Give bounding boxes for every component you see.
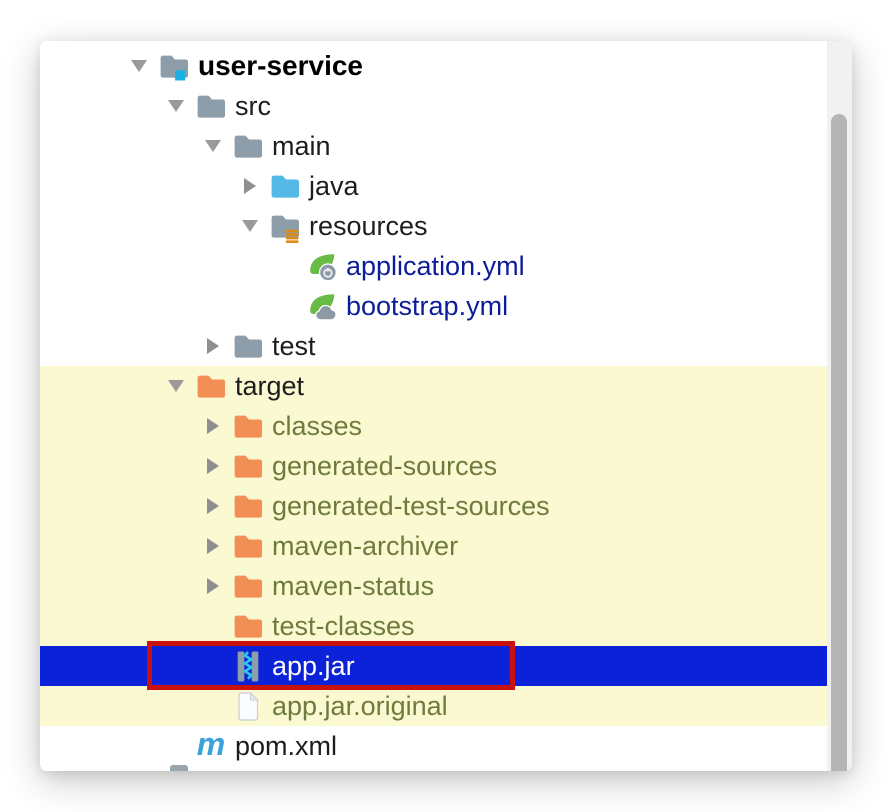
expander-spacer: [202, 686, 224, 726]
file-icon: [233, 686, 263, 726]
excluded-folder-icon: [233, 486, 263, 526]
tree-row-app-jar[interactable]: app.jar: [40, 646, 852, 686]
tree-item-label: bootstrap.yml: [346, 291, 509, 321]
tree-item-label: maven-archiver: [272, 531, 459, 561]
spring-boot-icon: [307, 246, 337, 286]
expander-right-icon[interactable]: [202, 566, 224, 606]
tree-item-label: main: [272, 131, 331, 161]
expander-down-icon[interactable]: [239, 206, 261, 246]
project-folder-icon: [159, 46, 189, 86]
tree-row-pom-xml[interactable]: m pom.xml: [40, 726, 852, 766]
expander-right-icon[interactable]: [202, 326, 224, 366]
tree-item-label: classes: [272, 411, 363, 441]
tree-item-label: generated-sources: [272, 451, 498, 481]
excluded-folder-icon: [233, 566, 263, 606]
tree-row-generated-test-sources[interactable]: generated-test-sources: [40, 486, 852, 526]
maven-icon: m: [196, 726, 226, 762]
tree-row-test-classes[interactable]: test-classes: [40, 606, 852, 646]
tree-row-target[interactable]: target: [40, 366, 852, 406]
tree-item-label: maven-status: [272, 571, 435, 601]
spring-cloud-icon: [307, 286, 337, 326]
folder-icon: [233, 126, 263, 166]
tree-row-user-service[interactable]: user-service: [40, 46, 852, 86]
tree-item-label: target: [235, 371, 305, 401]
expander-down-icon[interactable]: [202, 126, 224, 166]
vertical-scrollbar-thumb[interactable]: [831, 114, 847, 771]
expander-spacer: [202, 646, 224, 686]
expander-right-icon[interactable]: [202, 486, 224, 526]
tree-row-generated-sources[interactable]: generated-sources: [40, 446, 852, 486]
tree-row-resources[interactable]: resources: [40, 206, 852, 246]
resources-folder-icon: [270, 206, 300, 246]
tree-item-label: application.yml: [346, 251, 525, 281]
tree-row-bootstrap-yml[interactable]: bootstrap.yml: [40, 286, 852, 326]
tree-row-classes[interactable]: classes: [40, 406, 852, 446]
expander-right-icon[interactable]: [202, 406, 224, 446]
excluded-folder-icon: [233, 406, 263, 446]
tree-item-label: test-classes: [272, 611, 415, 641]
tree-row-application-yml[interactable]: application.yml: [40, 246, 852, 286]
expander-spacer: [276, 286, 298, 326]
tree-row-app-jar-original[interactable]: app.jar.original: [40, 686, 852, 726]
expander-down-icon[interactable]: [165, 86, 187, 126]
expander-spacer: [165, 726, 187, 766]
tree-item-label: app.jar: [272, 651, 355, 681]
tree-row-java[interactable]: java: [40, 166, 852, 206]
folder-icon: [233, 326, 263, 366]
tree-item-label: src: [235, 91, 271, 121]
tree-item-label: test: [272, 331, 316, 361]
tree-item-label: resources: [309, 211, 428, 241]
tree-item-label: app.jar.original: [272, 691, 448, 721]
vertical-scrollbar-track[interactable]: [827, 41, 852, 771]
expander-right-icon[interactable]: [202, 446, 224, 486]
tree-item-label: user-service: [198, 50, 364, 81]
excluded-folder-icon: [196, 366, 226, 406]
expander-spacer: [202, 606, 224, 646]
tree-row-src[interactable]: src: [40, 86, 852, 126]
tree-item-label: generated-test-sources: [272, 491, 550, 521]
expander-spacer: [276, 246, 298, 286]
expander-right-icon[interactable]: [202, 526, 224, 566]
tree-item-label: java: [309, 171, 359, 201]
tree-row-test[interactable]: test: [40, 326, 852, 366]
tree-row-maven-status[interactable]: maven-status: [40, 566, 852, 606]
tree-item-label: pom.xml: [235, 731, 338, 761]
tree-row-main[interactable]: main: [40, 126, 852, 166]
jar-archive-icon: [233, 646, 263, 686]
expander-right-icon[interactable]: [239, 166, 261, 206]
sources-folder-icon: [270, 166, 300, 206]
expander-down-icon[interactable]: [128, 46, 150, 86]
excluded-folder-icon: [233, 606, 263, 646]
tree-row-maven-archiver[interactable]: maven-archiver: [40, 526, 852, 566]
clipped-next-row-icon: [170, 765, 188, 771]
excluded-folder-icon: [233, 446, 263, 486]
excluded-folder-icon: [233, 526, 263, 566]
folder-icon: [196, 86, 226, 126]
expander-down-icon[interactable]: [165, 366, 187, 406]
